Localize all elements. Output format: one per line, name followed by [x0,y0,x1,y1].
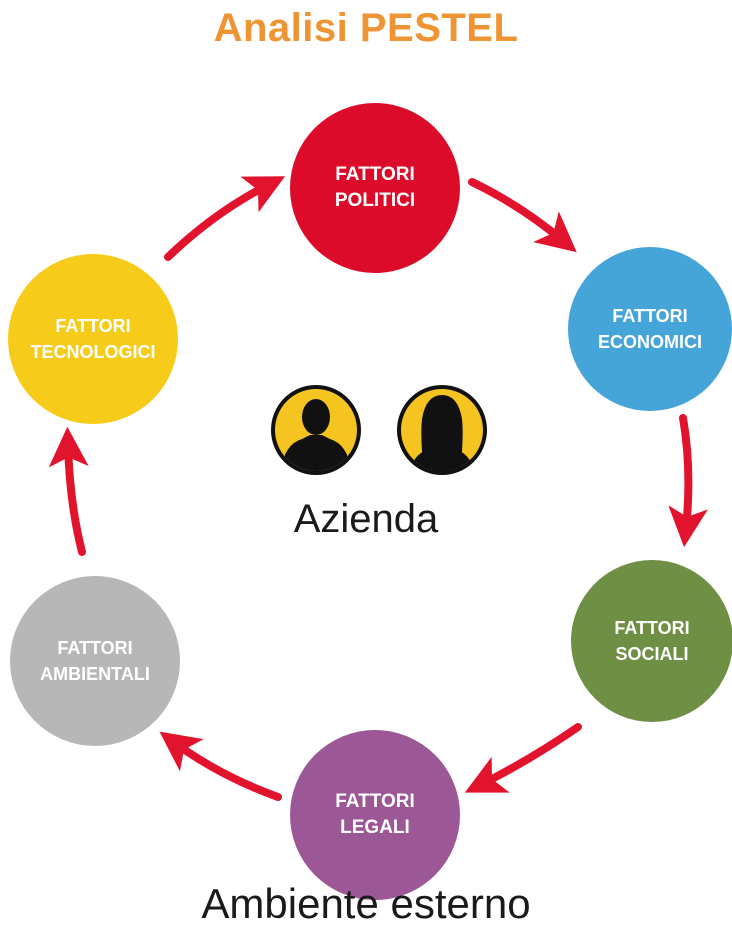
factor-politici-line1: FATTORI [335,164,415,185]
factor-politici-line2: POLITICI [334,190,416,211]
arrow-politici-economici [468,178,577,253]
factor-tecnologici-line2: TECNOLOGICI [30,342,156,362]
factor-legali-line1: FATTORI [335,791,415,812]
factor-tecnologici: FATTORI TECNOLOGICI [8,254,178,424]
factor-tecnologici-line1: FATTORI [55,316,131,336]
page-title: Analisi PESTEL [213,6,519,50]
factor-politici: FATTORI POLITICI [290,103,460,273]
arrow-tecnologici-politici [164,176,286,261]
arrow-ambientali-tecnologici [48,426,89,556]
man-icon [271,385,361,475]
factor-legali-line2: LEGALI [340,817,410,838]
factor-legali: FATTORI LEGALI [290,730,460,900]
center-label: Azienda [293,497,439,541]
factor-sociali-line2: SOCIALI [615,644,689,664]
arrow-legali-ambientali [159,731,282,801]
factor-economici: FATTORI ECONOMICI [568,247,732,411]
factor-economici-line2: ECONOMICI [597,332,702,352]
arrow-economici-sociali [668,414,709,548]
people-icons [271,385,487,475]
woman-icon [397,385,487,475]
factor-sociali: FATTORI SOCIALI [571,560,732,722]
arrow-sociali-legali [464,723,582,793]
factor-ambientali-line2: AMBIENTALI [40,664,150,684]
factor-economici-line1: FATTORI [612,306,688,326]
factor-sociali-line1: FATTORI [614,618,690,638]
outer-label: Ambiente esterno [201,880,531,927]
factor-ambientali-line1: FATTORI [57,638,133,658]
factor-ambientali: FATTORI AMBIENTALI [10,576,180,746]
